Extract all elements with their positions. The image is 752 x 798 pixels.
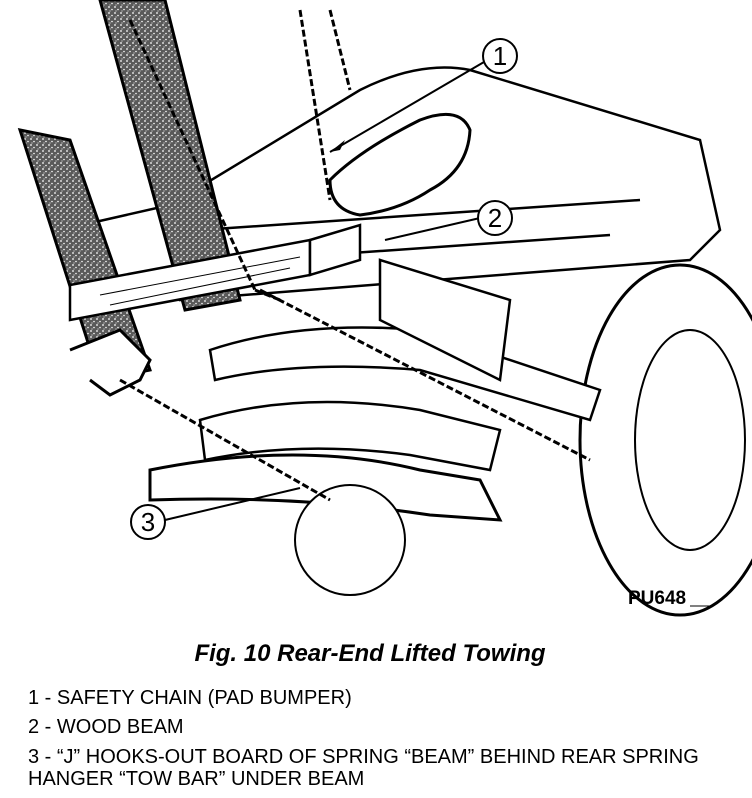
callout-3: 3 [130, 504, 166, 540]
svg-text:3: 3 [141, 507, 155, 537]
callout-2: 2 [477, 200, 513, 236]
chains [119, 9, 591, 502]
legend-item-j-hooks: 3 - “J” HOOKS-OUT BOARD OF SPRING “BEAM”… [28, 746, 699, 790]
wood-beam [68, 223, 362, 322]
svg-text:1: 1 [493, 41, 507, 71]
image-code: PU648 [628, 588, 686, 609]
rear-tire [578, 263, 752, 617]
callout-1: 1 [482, 38, 518, 74]
legend-item-wood-beam: 2 - WOOD BEAM [28, 716, 184, 738]
tow-strap-right [98, 0, 242, 312]
j-hook [69, 328, 152, 397]
callout-arrowhead [330, 140, 345, 152]
rear-towing-illustration: 1 2 3 PU648 [17, 0, 752, 617]
figure-caption: Fig. 10 Rear-End Lifted Towing [194, 640, 546, 667]
pad-bumper [328, 112, 472, 217]
svg-text:2: 2 [488, 203, 502, 233]
axle-hub [294, 484, 406, 596]
legend-item-safety-chain: 1 - SAFETY CHAIN (PAD BUMPER) [28, 687, 352, 709]
callout-leaders [164, 61, 485, 521]
leaf-spring [198, 258, 602, 472]
